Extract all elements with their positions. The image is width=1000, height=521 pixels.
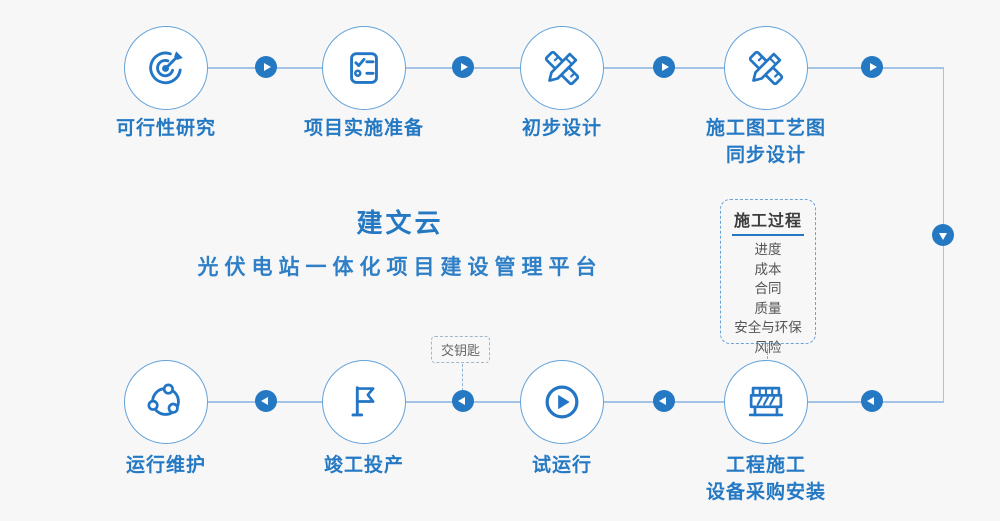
node-operation-maintenance [124,360,208,444]
handover-connector-line [462,359,463,391]
flow-arrow-right-icon [255,56,277,78]
construction-process-box: 施工过程 进度 成本 合同 质量 安全与环保 风险 [720,199,816,356]
process-item: 合同 [754,281,782,297]
arrow-triangle [661,63,669,71]
platform-title: 建文云 [356,209,444,239]
node-label: 施工图工艺图 同步设计 [705,117,826,166]
arrow-triangle [460,63,468,71]
node-label: 竣工投产 [323,454,404,476]
node-engineering-construction [724,360,808,444]
arrow-triangle [939,232,947,240]
node-label: 可行性研究 [115,117,216,139]
flow-arrow-right-icon [452,56,474,78]
flow-arrow-left-icon [255,390,277,412]
target-dart-icon [143,45,189,91]
node-label: 初步设计 [521,117,602,139]
flow-arrow-left-icon [861,390,883,412]
flag-icon [341,379,387,425]
process-box-connector-line [766,344,768,359]
flow-arrow-right-icon [653,56,675,78]
process-box-title: 施工过程 [731,207,804,236]
node-construction-drawing-design [724,26,808,110]
arrow-triangle [869,63,877,71]
arrow-triangle [458,397,466,405]
flow-arrow-left-icon [653,390,675,412]
barrier-icon [743,379,789,425]
process-item: 风险 [754,339,782,356]
arrow-triangle [263,63,271,71]
flow-arrow-right-icon [861,56,883,78]
process-item: 安全与环保 [734,320,802,336]
node-preliminary-design [520,26,604,110]
flow-arrow-left-icon [452,390,474,412]
node-completion-production [322,360,406,444]
play-circle-icon [539,379,585,425]
node-label: 运行维护 [125,454,206,476]
arrow-triangle [261,397,269,405]
process-item-list: 进度 成本 合同 质量 安全与环保 风险 [721,241,815,358]
node-project-preparation [322,26,406,110]
node-label: 试运行 [531,454,592,476]
node-label: 工程施工 设备采购安装 [705,454,826,503]
node-feasibility-study [124,26,208,110]
arrow-triangle [659,397,667,405]
process-item: 进度 [754,242,782,258]
process-item: 成本 [754,261,782,278]
checklist-icon [341,45,387,91]
process-item: 质量 [754,300,782,317]
pencil-ruler-icon [539,45,585,91]
title-block: 建文云 光伏电站一体化项目建设管理平台 [100,203,700,281]
platform-subtitle: 光伏电站一体化项目建设管理平台 [197,255,603,279]
arrow-triangle [867,397,875,405]
handover-key-tag: 交钥匙 [431,336,491,363]
node-label: 项目实施准备 [303,117,424,139]
share-network-icon [143,379,189,425]
node-trial-run [520,360,604,444]
flow-arrow-down-icon [932,224,954,246]
pencil-ruler-icon [743,45,789,91]
